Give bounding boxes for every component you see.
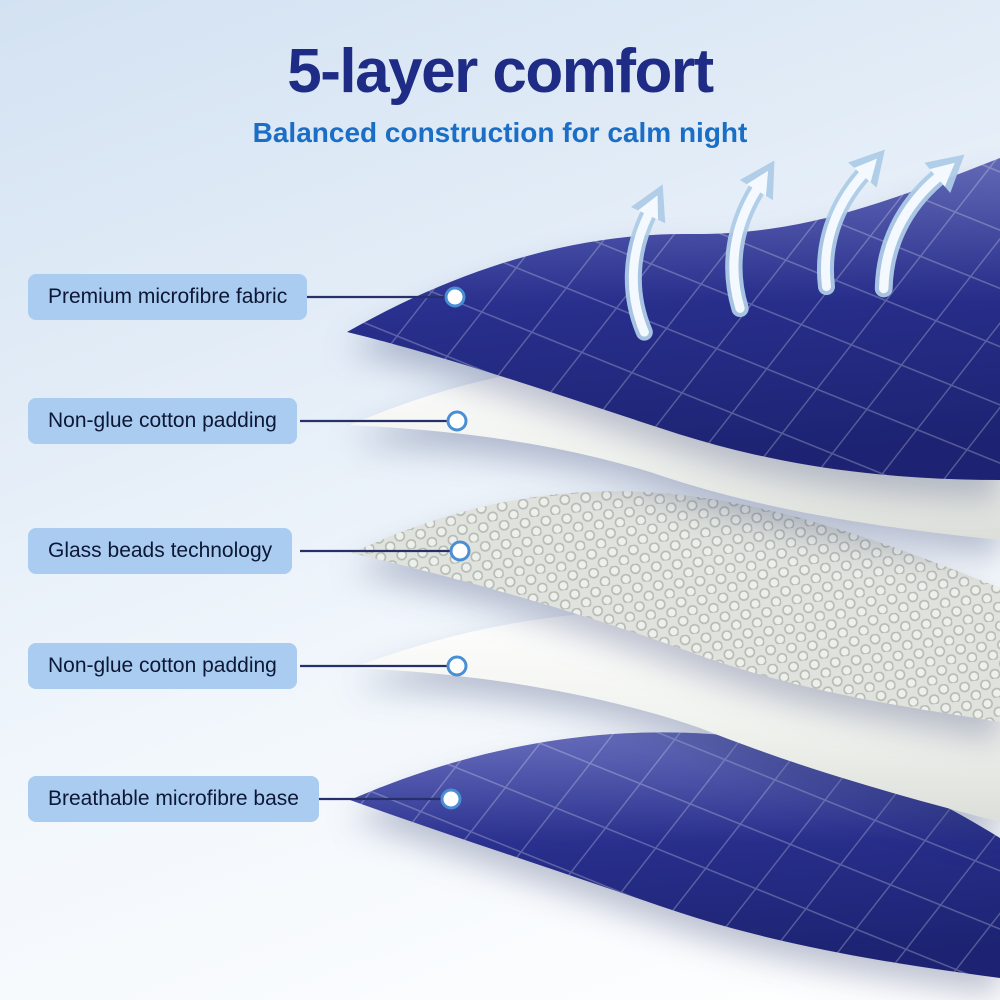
leader-lines (300, 295, 460, 801)
header: 5-layer comfort Balanced construction fo… (0, 36, 1000, 149)
layer-dot (446, 655, 468, 677)
label-non-glue-cotton-padding-upper: Non-glue cotton padding (28, 398, 297, 444)
label-premium-microfibre-fabric: Premium microfibre fabric (28, 274, 308, 320)
label-glass-beads-technology: Glass beads technology (28, 528, 293, 574)
layer-dot (446, 410, 468, 432)
label-non-glue-cotton-padding-lower: Non-glue cotton padding (28, 643, 297, 689)
label-breathable-microfibre-base: Breathable microfibre base (28, 776, 319, 822)
layer-dot (444, 286, 466, 308)
page-title: 5-layer comfort (287, 37, 714, 106)
layer-dots (440, 286, 471, 810)
layer-dot (440, 788, 462, 810)
layer-dot (449, 540, 471, 562)
page-subtitle: Balanced construction for calm night (252, 117, 748, 148)
